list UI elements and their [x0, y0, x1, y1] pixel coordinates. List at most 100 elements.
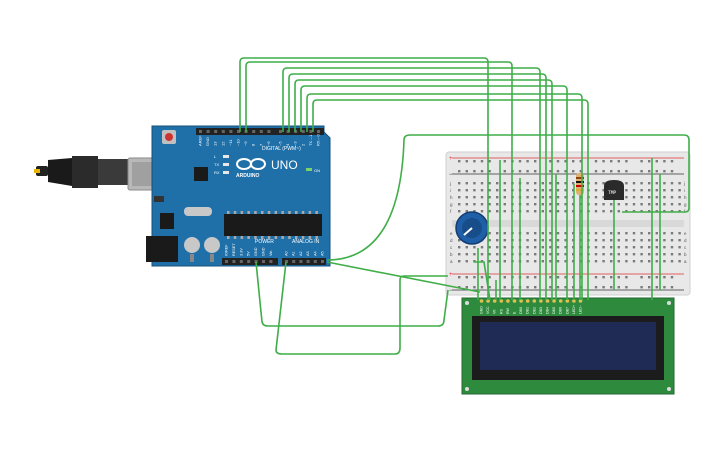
digital-pin[interactable]	[214, 130, 218, 133]
digital-pin-label: ~10	[236, 138, 241, 146]
rail-plus-label-top: +	[449, 156, 453, 162]
potentiometer[interactable]	[455, 211, 489, 245]
lcd-pin-label: GND	[480, 306, 484, 314]
wire-tx-lcd	[312, 99, 589, 300]
microcontroller-chip	[224, 214, 322, 236]
power-pin-label: GND	[262, 247, 266, 256]
jumper-wires[interactable]	[239, 57, 690, 355]
lcd-pin[interactable]	[486, 299, 490, 303]
power-jack	[146, 236, 178, 262]
lcd-pin-label: DB6	[559, 307, 563, 314]
digital-pin[interactable]	[317, 130, 320, 133]
power-pin-label: 3.3V	[239, 248, 243, 256]
analog-pin[interactable]	[285, 260, 288, 263]
power-pin-label: Vin	[269, 251, 273, 256]
digital-pin[interactable]	[221, 130, 225, 133]
digital-pin-label: ~11	[228, 139, 233, 146]
digital-pin[interactable]	[259, 130, 263, 133]
wire-d12-lcd	[239, 57, 489, 300]
usb-chip	[194, 167, 208, 181]
digital-pin-label: ~6	[266, 141, 271, 146]
digital-pin-label: ~9	[243, 141, 248, 146]
row-letter: j	[683, 181, 685, 186]
lcd-pin-label: LED+	[572, 305, 576, 314]
row-letter: e	[684, 231, 687, 236]
lcd-pin[interactable]	[479, 299, 484, 303]
lcd-pin[interactable]	[532, 299, 537, 303]
digital-pin-label: 2	[300, 143, 305, 146]
arduino-logo-icon	[236, 158, 266, 170]
lcd-pin-label: DB2	[532, 307, 536, 314]
digital-pin[interactable]	[279, 130, 282, 133]
lcd-pin[interactable]	[506, 299, 510, 303]
digital-pin[interactable]	[229, 130, 233, 133]
analog-pin-label: A0	[285, 251, 289, 256]
row-letter: h	[684, 195, 687, 200]
digital-pin[interactable]	[286, 130, 290, 133]
power-pin-label: GND	[254, 247, 258, 256]
wire-analog-lcd	[326, 261, 481, 293]
digital-pin[interactable]	[206, 130, 210, 133]
analog-pin-label: A4	[313, 251, 317, 256]
lcd-pin-label: VCC	[486, 306, 490, 314]
row-letter: i	[450, 188, 451, 193]
analog-pin[interactable]	[313, 260, 317, 263]
row-letter: a	[450, 259, 453, 264]
lcd-pin[interactable]	[578, 299, 583, 303]
row-letter: g	[450, 202, 453, 207]
lcd-pin-label: RS	[499, 308, 503, 314]
analog-label: ANALOG IN	[292, 239, 320, 245]
power-pin[interactable]	[262, 260, 265, 263]
power-pin[interactable]	[247, 260, 251, 263]
analog-pin[interactable]	[306, 260, 310, 263]
lcd-pin[interactable]	[552, 299, 556, 303]
lcd-pin-label: V0	[493, 310, 497, 314]
temperature-sensor[interactable]: TMP	[604, 180, 624, 200]
digital-pin[interactable]	[267, 130, 271, 133]
lcd-pin[interactable]	[499, 299, 504, 303]
digital-pin[interactable]	[309, 130, 313, 133]
lcd-screen	[480, 322, 656, 370]
power-pin-label: IOREF	[225, 244, 229, 256]
rail-plus-label-bottom: +	[449, 272, 453, 278]
digital-pin[interactable]	[199, 130, 202, 133]
lcd-pin[interactable]	[558, 299, 563, 303]
lcd-pin[interactable]	[519, 299, 523, 303]
arduino-brand: ARDUINO	[236, 173, 259, 179]
analog-pin[interactable]	[321, 260, 324, 263]
analog-pin[interactable]	[299, 260, 303, 263]
lcd-pin[interactable]	[545, 299, 550, 303]
lcd-pin[interactable]	[512, 299, 517, 303]
lcd-pin[interactable]	[539, 299, 543, 303]
analog-pin-label: A3	[306, 251, 310, 256]
analog-pin[interactable]	[292, 260, 296, 263]
digital-pin[interactable]	[301, 130, 305, 133]
digital-pin-label: GND	[205, 137, 210, 146]
power-pin[interactable]	[269, 260, 273, 263]
lcd-pin-label: DB0	[519, 307, 523, 314]
row-letter: a	[684, 259, 687, 264]
status-led-label: TX	[214, 162, 219, 167]
digital-pin[interactable]	[237, 130, 240, 133]
power-pin[interactable]	[225, 260, 228, 263]
lcd-pin[interactable]	[492, 299, 497, 303]
lcd-pin-label: DB7	[565, 307, 569, 314]
wire-d3-lcd	[294, 79, 553, 300]
power-pin[interactable]	[254, 260, 258, 263]
power-pin[interactable]	[239, 260, 243, 263]
lcd-pin[interactable]	[565, 299, 570, 303]
lcd-pin[interactable]	[572, 299, 576, 303]
status-led-label: L	[214, 154, 217, 159]
row-letter: i	[684, 188, 685, 193]
digital-pin[interactable]	[252, 130, 256, 133]
row-letter: b	[450, 252, 453, 257]
lcd-pin[interactable]	[525, 299, 530, 303]
power-pin[interactable]	[232, 260, 236, 263]
power-pin-label: 5V	[247, 251, 251, 256]
